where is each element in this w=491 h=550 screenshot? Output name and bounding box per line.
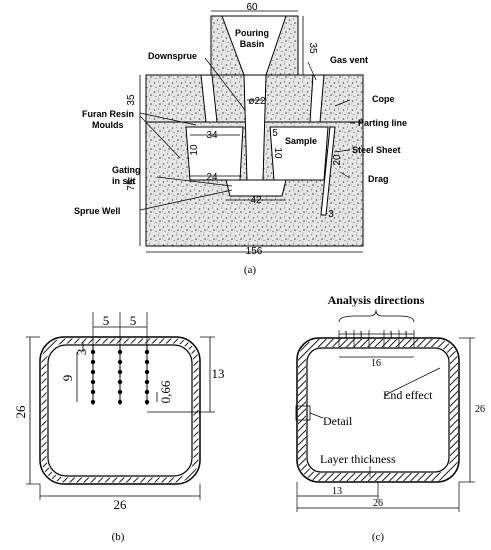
dim-sheet-bottom: 3	[328, 209, 334, 220]
leader-cope	[334, 99, 351, 107]
dim-height-right: 13	[212, 366, 225, 381]
label-detail: Detail	[323, 414, 353, 428]
dim-cavity-top: 34	[206, 130, 218, 141]
dim-left-cavity-h: 10	[189, 144, 200, 156]
dim-seg-4: 1	[404, 330, 409, 341]
panel-a-mould-diagram: 60 35 35 75 ø22 34 24 42 156 5 10 10 20 …	[74, 2, 407, 276]
label-end-effect: End effect	[383, 388, 433, 402]
leader-gas-vent	[307, 61, 317, 81]
dim-total-width: 156	[246, 246, 263, 257]
dim-width-c: 26	[373, 498, 383, 509]
leader-gating	[156, 176, 233, 187]
label-in-slit: in slit	[112, 176, 136, 186]
dim-height-b: 26	[13, 405, 28, 419]
leader-furan-1	[139, 112, 197, 126]
dim-seg-1: 1	[344, 330, 349, 341]
label-basin: Basin	[240, 39, 265, 49]
label-parting-line: Parting line	[358, 118, 407, 128]
dim-sprue-dia: ø22	[248, 96, 266, 107]
leader-detail	[309, 412, 324, 419]
label-drag: Drag	[368, 174, 389, 184]
dim-cavity-bottom: 24	[206, 172, 218, 183]
dim-slit: 5	[272, 128, 278, 139]
caption-a: (a)	[244, 264, 257, 276]
label-sample: Sample	[285, 136, 317, 146]
section-wall	[298, 339, 458, 481]
leader-steel-sheet	[333, 149, 351, 153]
dim-pitch-1: 5	[103, 313, 110, 328]
caption-b: (b)	[112, 531, 125, 543]
label-cope: Cope	[372, 94, 395, 104]
panel-b-profile-section: 5 5 3 9 13 0,66 26 26 (b)	[13, 312, 225, 543]
leader-drag	[339, 171, 351, 179]
dim-seg-3: 1	[389, 330, 394, 341]
dim-height-c: 26	[475, 404, 485, 415]
dim-top-width: 60	[246, 2, 258, 13]
sprue-well	[225, 179, 287, 197]
dim-seg-2: 1	[359, 330, 364, 341]
analysis-brace	[338, 309, 415, 323]
label-layer-thickness: Layer thickness	[320, 452, 396, 466]
dim-sheet: 20	[332, 154, 343, 166]
dim-sample: 10	[272, 147, 283, 159]
dim-basin-height: 35	[307, 42, 318, 54]
gas-vent-right	[309, 74, 325, 123]
label-analysis-directions: Analysis directions	[328, 293, 425, 307]
label-downsprue: Downsprue	[148, 51, 197, 61]
dim-spacing: 0,66	[158, 380, 173, 403]
gas-vent-left	[200, 74, 218, 123]
label-sprue-well: Sprue Well	[74, 206, 120, 216]
leader-end-effect	[384, 367, 441, 396]
label-gas-vent: Gas vent	[330, 55, 368, 65]
label-pouring: Pouring	[235, 28, 269, 38]
measure-points	[90, 349, 150, 405]
dim-half-width: 13	[332, 486, 342, 497]
dim-inner-width: 16	[371, 358, 381, 369]
label-gating: Gating	[112, 165, 141, 175]
leader-downsprue	[204, 57, 246, 111]
section-inner	[306, 347, 450, 473]
right-cavity	[269, 126, 329, 181]
panel-c-layer-section: Analysis directions 1 1 1 1 16 End effec…	[295, 293, 485, 543]
label-furan-2: Moulds	[92, 120, 124, 130]
label-furan-1: Furan Resin	[82, 109, 134, 119]
steel-sheet	[320, 126, 336, 216]
leader-furan-2	[139, 115, 181, 159]
dim-width-b: 26	[114, 497, 128, 512]
dim-depth: 9	[60, 375, 75, 382]
dim-offset: 3	[74, 349, 89, 356]
caption-c: (c)	[372, 531, 385, 543]
label-steel-sheet: Steel Sheet	[352, 145, 401, 155]
dim-drag-height: 75	[126, 179, 137, 191]
dim-cope-height: 35	[126, 94, 137, 106]
dim-well-width: 42	[250, 195, 262, 206]
dim-pitch-2: 5	[130, 313, 137, 328]
leader-sprue-well	[139, 189, 233, 211]
downsprue-channel	[243, 74, 267, 181]
